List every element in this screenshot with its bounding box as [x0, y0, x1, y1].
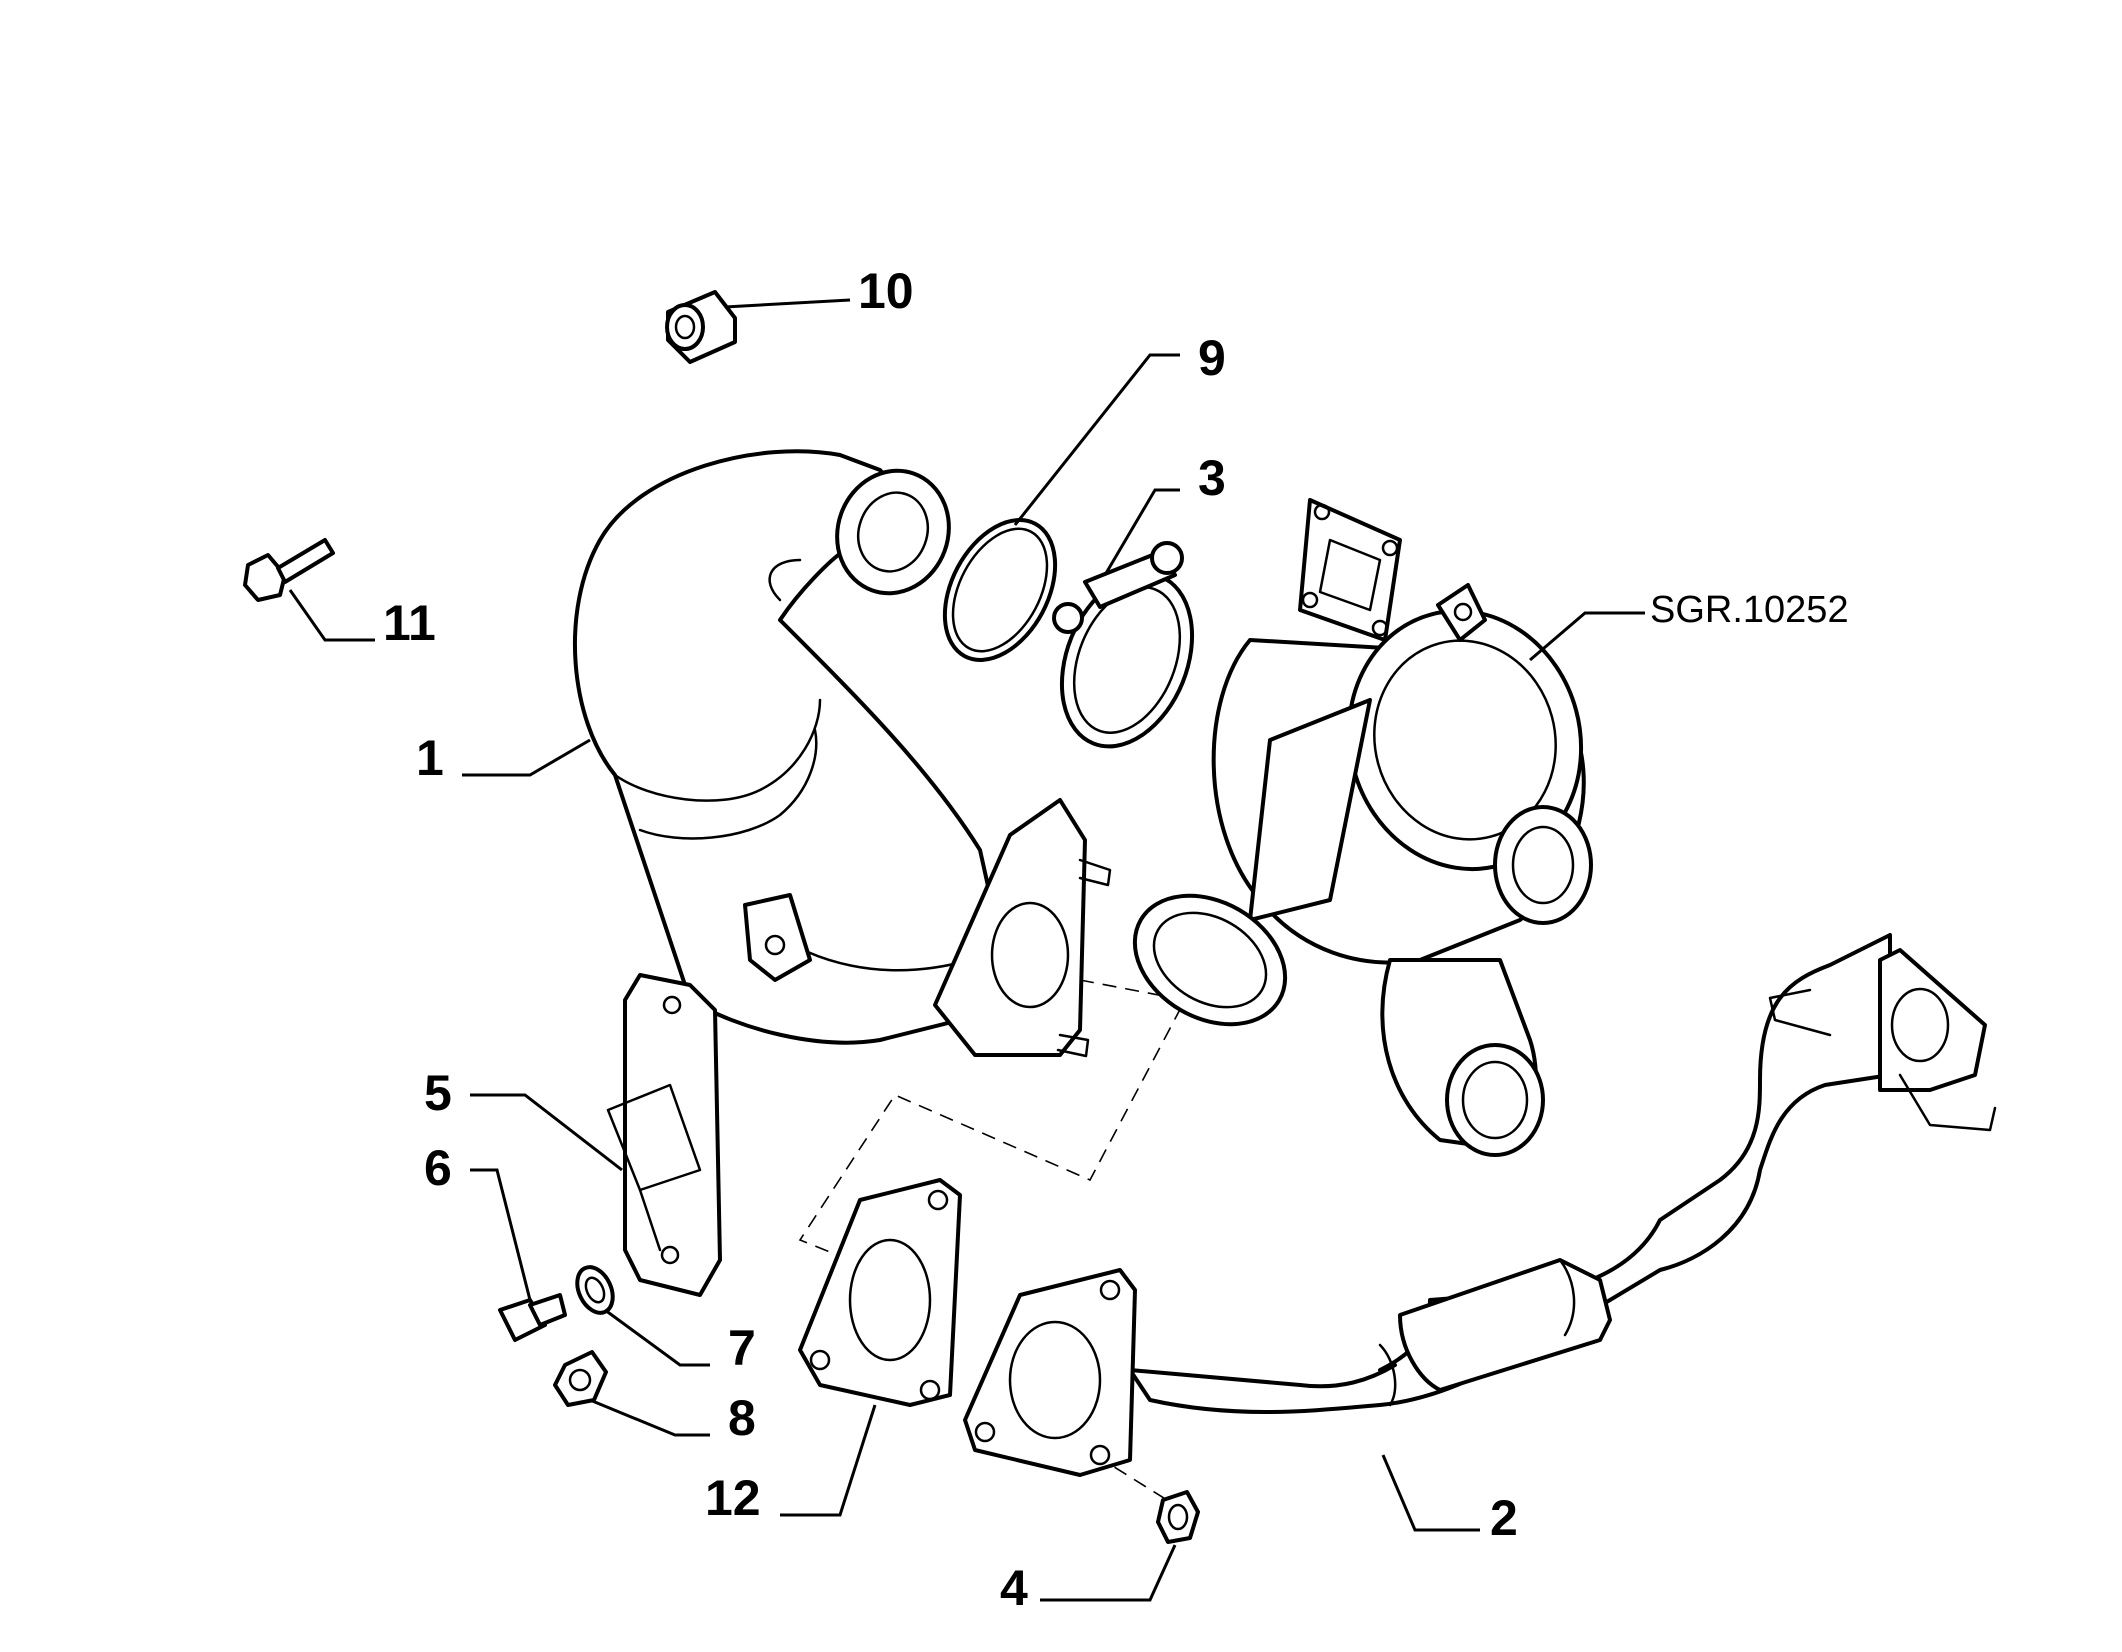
clamp-part	[1052, 541, 1195, 749]
callout-12: 12	[705, 1470, 761, 1526]
callout-2: 2	[1490, 1490, 1518, 1546]
reference-code: SGR.10252	[1650, 589, 1849, 631]
gasket-part	[798, 1178, 962, 1407]
callout-3: 3	[1198, 450, 1226, 506]
exhaust-front-pipe-part	[963, 933, 1997, 1477]
seal-ring-part	[942, 518, 1058, 662]
leader-lines	[288, 298, 1645, 1602]
washer-part	[575, 1265, 615, 1315]
callout-4: 4	[1000, 1560, 1028, 1616]
bolt-small-part	[498, 1293, 567, 1342]
callout-1: 1	[416, 730, 444, 786]
callout-10: 10	[858, 263, 914, 319]
callouts: 10 9 3 11 1 5 6 7 8 12 2 4 SGR.10252	[383, 263, 1849, 1616]
alignment-dashed-lines	[798, 979, 1187, 1506]
callout-8: 8	[728, 1390, 756, 1446]
heat-shield-bracket-part	[606, 973, 722, 1297]
turbocharger-part	[1132, 498, 1593, 1157]
callout-6: 6	[424, 1140, 452, 1196]
nut-small-part	[553, 1350, 608, 1407]
callout-5: 5	[424, 1065, 452, 1121]
catalytic-converter-part	[572, 449, 1112, 1058]
nut-large-part	[665, 290, 737, 364]
nut-flange-part	[1156, 1490, 1200, 1544]
callout-7: 7	[728, 1320, 756, 1376]
bolt-long-part	[243, 538, 335, 602]
callout-11: 11	[383, 595, 436, 651]
callout-9: 9	[1198, 330, 1226, 386]
